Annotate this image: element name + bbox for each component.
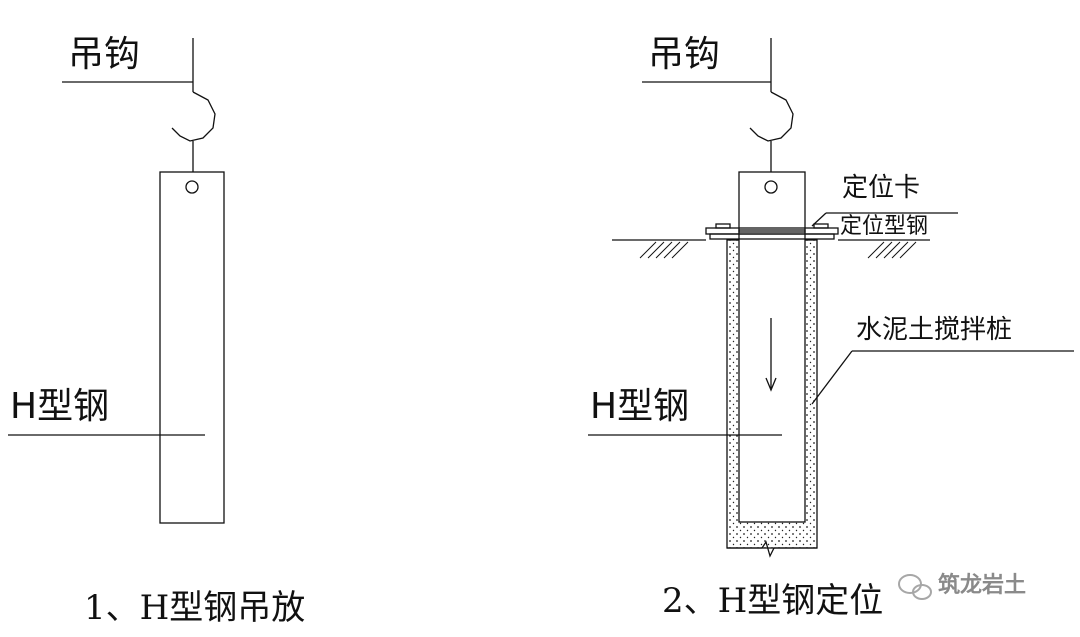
hook-icon (171, 38, 216, 172)
panel-2: 吊钩 (588, 34, 1074, 621)
ground-surface (612, 239, 930, 259)
mixing-pile (726, 229, 818, 549)
caption-1: 1、H型钢吊放 (84, 588, 305, 628)
lifting-hole-2 (764, 180, 778, 194)
panel-1: 吊钩 H型钢 1、H型钢吊放 (8, 34, 305, 628)
clamp-label: 定位卡 (842, 173, 920, 203)
hook-label: 吊钩 (68, 34, 140, 75)
h-beam-label: H型钢 (10, 386, 109, 427)
h-beam (159, 171, 225, 524)
caption-2: 2、H型钢定位 (662, 581, 883, 621)
wechat-icon (898, 574, 932, 600)
pile-label: 水泥土搅拌桩 (856, 315, 1012, 345)
guide-label: 定位型钢 (840, 214, 928, 239)
hook-icon (749, 38, 794, 172)
pile-break-mark (727, 540, 817, 558)
down-arrow-icon (765, 318, 777, 392)
h-beam-label-2: H型钢 (590, 386, 689, 427)
h-beam-2 (738, 171, 806, 233)
positioning-steel (705, 223, 839, 240)
clamp-label-pointer (811, 212, 827, 227)
hook-label-2: 吊钩 (648, 34, 720, 75)
watermark-text: 筑龙岩土 (938, 572, 1026, 598)
lifting-hole (185, 180, 199, 194)
watermark: 筑龙岩土 (898, 572, 1026, 600)
pile-label-pointer (811, 350, 853, 405)
